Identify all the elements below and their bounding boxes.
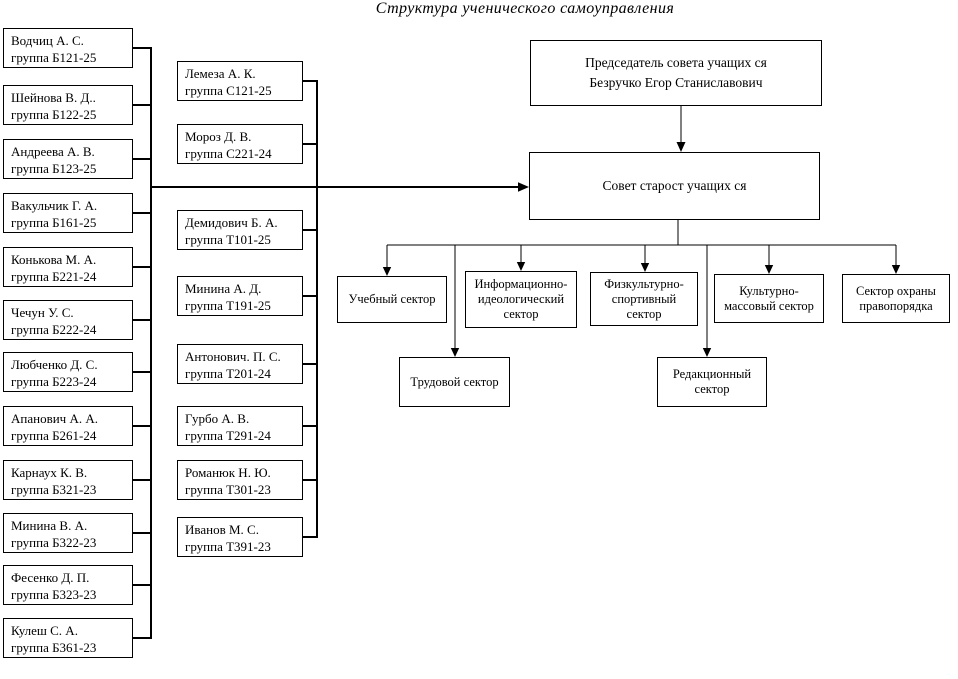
member-box: Шейнова В. Д.. группа Б122-25 [3, 85, 133, 125]
member-group: группа Б361-23 [11, 640, 97, 655]
chairman-role: Председатель совета учащих ся [585, 55, 767, 70]
member-group: группа Б161-25 [11, 215, 97, 230]
member-group: группа Т291-24 [185, 428, 271, 443]
member-group: группа С121-25 [185, 83, 272, 98]
sector-box-editorial: Редакционный сектор [657, 357, 767, 407]
member-group: группа Б122-25 [11, 107, 97, 122]
chairman-name: Безручко Егор Станиславович [589, 75, 763, 90]
sector-label: Информационно-идеологический сектор [474, 277, 568, 321]
chart-title: Структура ученического самоуправления [375, 0, 675, 17]
sector-box-labor: Трудовой сектор [399, 357, 510, 407]
sector-box-study: Учебный сектор [337, 276, 447, 323]
member-box: Лемеза А. К. группа С121-25 [177, 61, 303, 101]
member-name: Мороз Д. В. [185, 129, 252, 144]
member-box: Конькова М. А. группа Б221-24 [3, 247, 133, 287]
member-box: Водчиц А. С. группа Б121-25 [3, 28, 133, 68]
member-box: Мороз Д. В. группа С221-24 [177, 124, 303, 164]
chairman-box: Председатель совета учащих ся Безручко Е… [530, 40, 822, 106]
member-name: Чечун У. С. [11, 305, 74, 320]
member-name: Гурбо А. В. [185, 411, 250, 426]
member-box: Романюк Н. Ю. группа Т301-23 [177, 460, 303, 500]
member-box: Любченко Д. С. группа Б223-24 [3, 352, 133, 392]
member-box: Карнаух К. В. группа Б321-23 [3, 460, 133, 500]
member-name: Кулеш С. А. [11, 623, 78, 638]
member-name: Конькова М. А. [11, 252, 97, 267]
member-name: Вакульчик Г. А. [11, 198, 98, 213]
member-name: Карнаух К. В. [11, 465, 88, 480]
member-box: Иванов М. С. группа Т391-23 [177, 517, 303, 557]
member-group: группа Б323-23 [11, 587, 97, 602]
member-box: Апанович А. А. группа Б261-24 [3, 406, 133, 446]
member-name: Демидович Б. А. [185, 215, 278, 230]
sector-box-culture: Культурно-массовый сектор [714, 274, 824, 323]
member-name: Фесенко Д. П. [11, 570, 90, 585]
member-box: Андреева А. В. группа Б123-25 [3, 139, 133, 179]
member-name: Шейнова В. Д.. [11, 90, 96, 105]
member-box: Демидович Б. А. группа Т101-25 [177, 210, 303, 250]
member-group: группа Б222-24 [11, 322, 97, 337]
member-group: группа Т301-23 [185, 482, 271, 497]
member-group: группа Б223-24 [11, 374, 97, 389]
member-box: Фесенко Д. П. группа Б323-23 [3, 565, 133, 605]
member-name: Водчиц А. С. [11, 33, 84, 48]
member-name: Минина А. Д. [185, 281, 262, 296]
member-name: Любченко Д. С. [11, 357, 98, 372]
sector-label: Культурно-массовый сектор [724, 283, 814, 313]
member-box: Кулеш С. А. группа Б361-23 [3, 618, 133, 658]
sector-label: Трудовой сектор [410, 374, 499, 389]
member-box: Чечун У. С. группа Б222-24 [3, 300, 133, 340]
member-box: Гурбо А. В. группа Т291-24 [177, 406, 303, 446]
member-name: Минина В. А. [11, 518, 88, 533]
member-group: группа Б321-23 [11, 482, 97, 497]
member-name: Андреева А. В. [11, 144, 95, 159]
sector-label: Учебный сектор [348, 292, 436, 306]
member-group: группа Б221-24 [11, 269, 97, 284]
member-group: группа Б261-24 [11, 428, 97, 443]
member-group: группа Т101-25 [185, 232, 271, 247]
member-box: Вакульчик Г. А. группа Б161-25 [3, 193, 133, 233]
member-name: Иванов М. С. [185, 522, 259, 537]
member-group: группа Б123-25 [11, 161, 97, 176]
council-box: Совет старост учащих ся [529, 152, 820, 220]
member-box: Антонович. П. С. группа Т201-24 [177, 344, 303, 384]
member-name: Апанович А. А. [11, 411, 98, 426]
council-label: Совет старост учащих ся [602, 178, 747, 193]
member-name: Антонович. П. С. [185, 349, 281, 364]
member-name: Лемеза А. К. [185, 66, 256, 81]
member-box: Минина В. А. группа Б322-23 [3, 513, 133, 553]
member-group: группа Б121-25 [11, 50, 97, 65]
sector-label: Редакционный сектор [672, 367, 752, 396]
member-group: группа Т191-25 [185, 298, 271, 313]
member-group: группа Т201-24 [185, 366, 271, 381]
member-box: Минина А. Д. группа Т191-25 [177, 276, 303, 316]
sector-box-info-ideology: Информационно-идеологический сектор [465, 271, 577, 328]
sector-label: Сектор охраны правопорядка [856, 283, 936, 313]
sector-box-law-order: Сектор охраны правопорядка [842, 274, 950, 323]
member-group: группа Б322-23 [11, 535, 97, 550]
member-group: группа Т391-23 [185, 539, 271, 554]
member-group: группа С221-24 [185, 146, 272, 161]
member-name: Романюк Н. Ю. [185, 465, 271, 480]
sector-box-sports: Физкультурно-спортивный сектор [590, 272, 698, 326]
sector-label: Физкультурно-спортивный сектор [604, 276, 684, 321]
